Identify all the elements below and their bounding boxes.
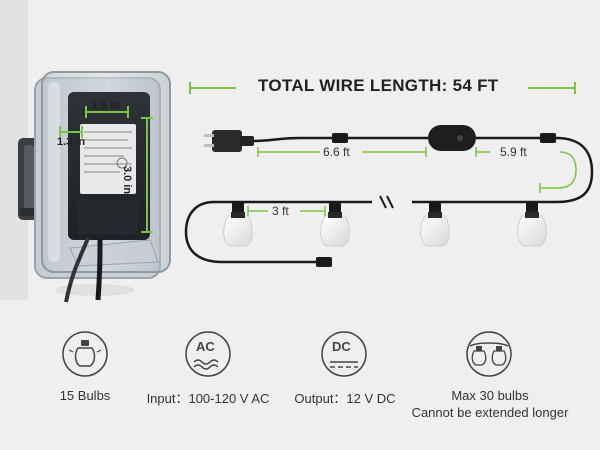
segment-label-5-9: 5.9 ft (500, 145, 527, 159)
dimension-controller-to-bulb (475, 147, 577, 193)
spec-max-bulbs: Max 30 bulbs (451, 388, 529, 403)
dc-icon-text: DC (332, 339, 351, 354)
segment-label-6-6: 6.6 ft (323, 145, 350, 159)
dc-icon (321, 331, 367, 377)
connector (540, 133, 556, 143)
bulb-icon (62, 331, 108, 377)
ac-icon-text: AC (196, 339, 215, 354)
spec-bulbs: 15 Bulbs (59, 388, 111, 403)
bulb (320, 202, 350, 247)
spec-input: Input：100-120 V AC (146, 391, 270, 406)
depth-label: 1.3 in (57, 136, 86, 148)
weatherproof-enclosure (18, 71, 171, 303)
spec-output: Output：12 V DC (294, 391, 396, 406)
width-label: 1.5 in (92, 100, 121, 112)
bulb (517, 202, 547, 247)
break-mark (379, 195, 387, 209)
ac-icon (185, 331, 231, 377)
power-cable (95, 237, 103, 301)
power-plug (204, 130, 254, 152)
dimension-width (85, 106, 129, 118)
transformer-label (80, 124, 136, 194)
total-wire-length-title: TOTAL WIRE LENGTH: 54 FT (258, 76, 499, 95)
spec-no-extend: Cannot be extended longer (411, 405, 569, 420)
dimension-plug-to-controller (257, 147, 427, 157)
dimension-bulb-spacing (247, 206, 326, 216)
dimension-height (141, 117, 153, 233)
dimension-depth (59, 126, 83, 138)
end-connector (316, 257, 332, 267)
connector (332, 133, 348, 143)
bulb (223, 202, 253, 247)
controller (428, 125, 476, 151)
bulb (420, 202, 450, 247)
cable-run (184, 125, 594, 267)
segment-label-3: 3 ft (272, 204, 289, 218)
total-length-dimension (189, 82, 576, 94)
height-label: 3.0 in (121, 166, 133, 195)
string-extension-icon (466, 331, 512, 377)
